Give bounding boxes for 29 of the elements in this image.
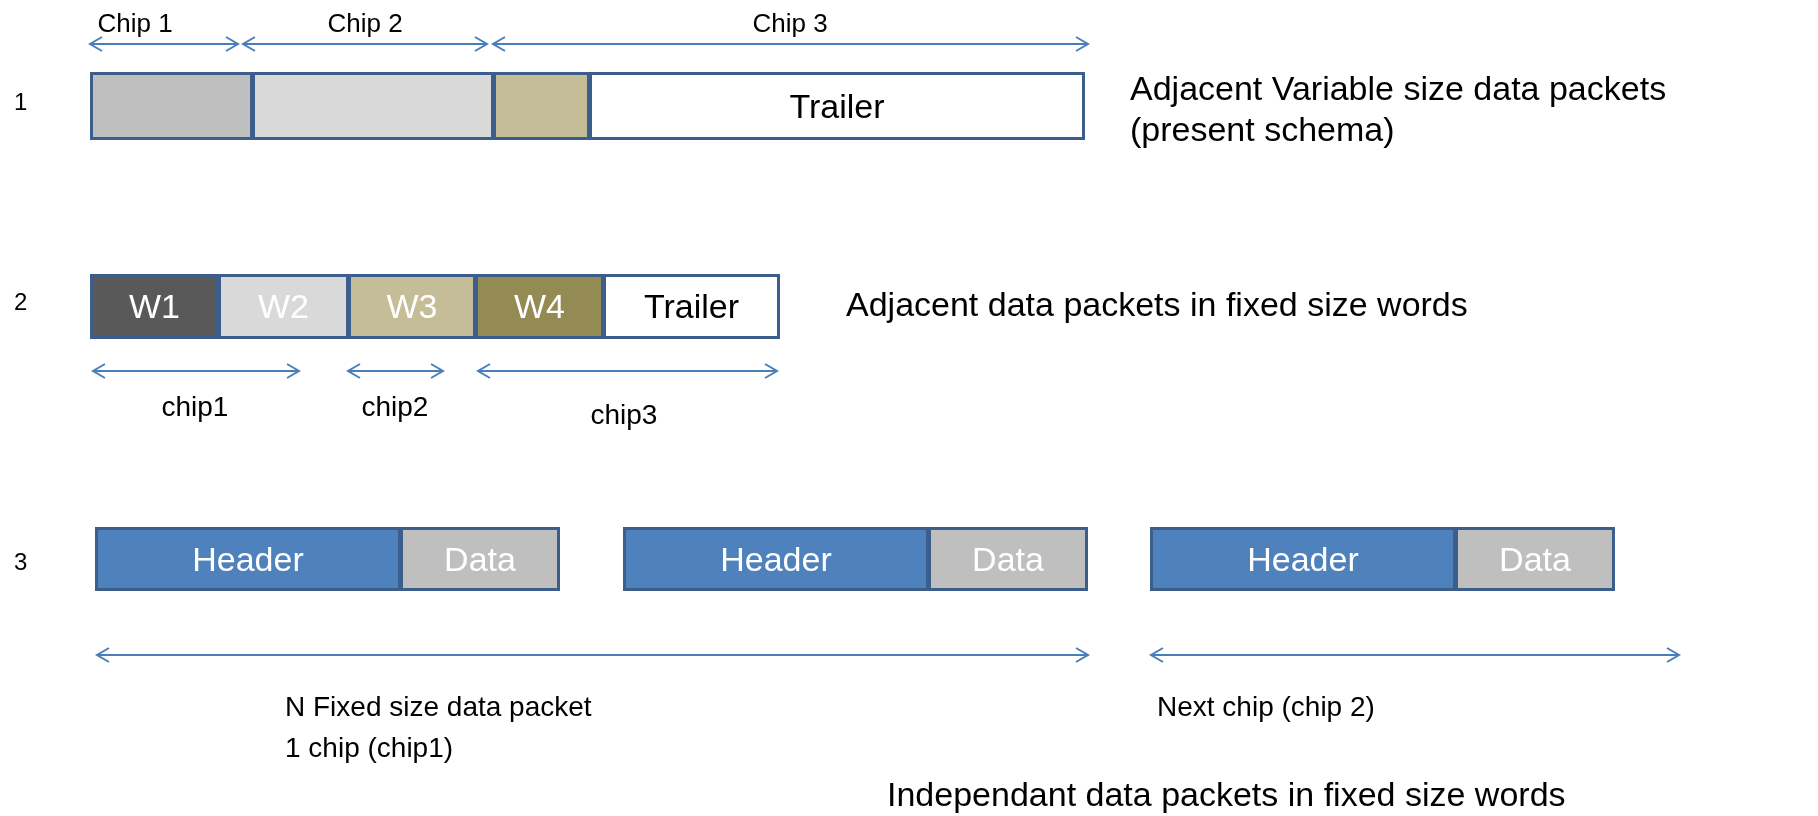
packet-field: Data bbox=[928, 527, 1088, 591]
packet-field: Header bbox=[95, 527, 401, 591]
packet-field: Header bbox=[1150, 527, 1456, 591]
dimension-label: chip3 bbox=[590, 398, 658, 432]
description: Independant data packets in fixed size words bbox=[887, 774, 1566, 815]
packet-field: Trailer bbox=[603, 274, 780, 339]
packet-field: W3 bbox=[348, 274, 476, 339]
dimension-label: chip2 bbox=[361, 390, 429, 424]
packet-field: Header bbox=[623, 527, 929, 591]
dimension-label: Chip 2 bbox=[327, 8, 403, 40]
packet-field: Data bbox=[1455, 527, 1615, 591]
dimension-label: N Fixed size data packet bbox=[285, 690, 592, 724]
dimension-label: Chip 1 bbox=[97, 8, 173, 40]
dimension-label: Next chip (chip 2) bbox=[1157, 690, 1375, 724]
row-number: 3 bbox=[14, 548, 28, 577]
dimension-label: chip1 bbox=[161, 390, 229, 424]
packet-field: W4 bbox=[475, 274, 604, 339]
packet-field: Data bbox=[400, 527, 560, 591]
description: Adjacent data packets in fixed size words bbox=[846, 284, 1468, 325]
description: Adjacent Variable size data packets (present schema) bbox=[1130, 68, 1668, 150]
packet-segment bbox=[493, 72, 590, 140]
row-number: 2 bbox=[14, 288, 28, 317]
packet-segment bbox=[252, 72, 494, 140]
packet-segment bbox=[90, 72, 253, 140]
dimension-label: Chip 3 bbox=[752, 8, 828, 40]
dimension-label: 1 chip (chip1) bbox=[285, 731, 454, 765]
packet-field: W1 bbox=[90, 274, 219, 339]
packet-field: Trailer bbox=[589, 72, 1085, 140]
row-number: 1 bbox=[14, 88, 28, 117]
